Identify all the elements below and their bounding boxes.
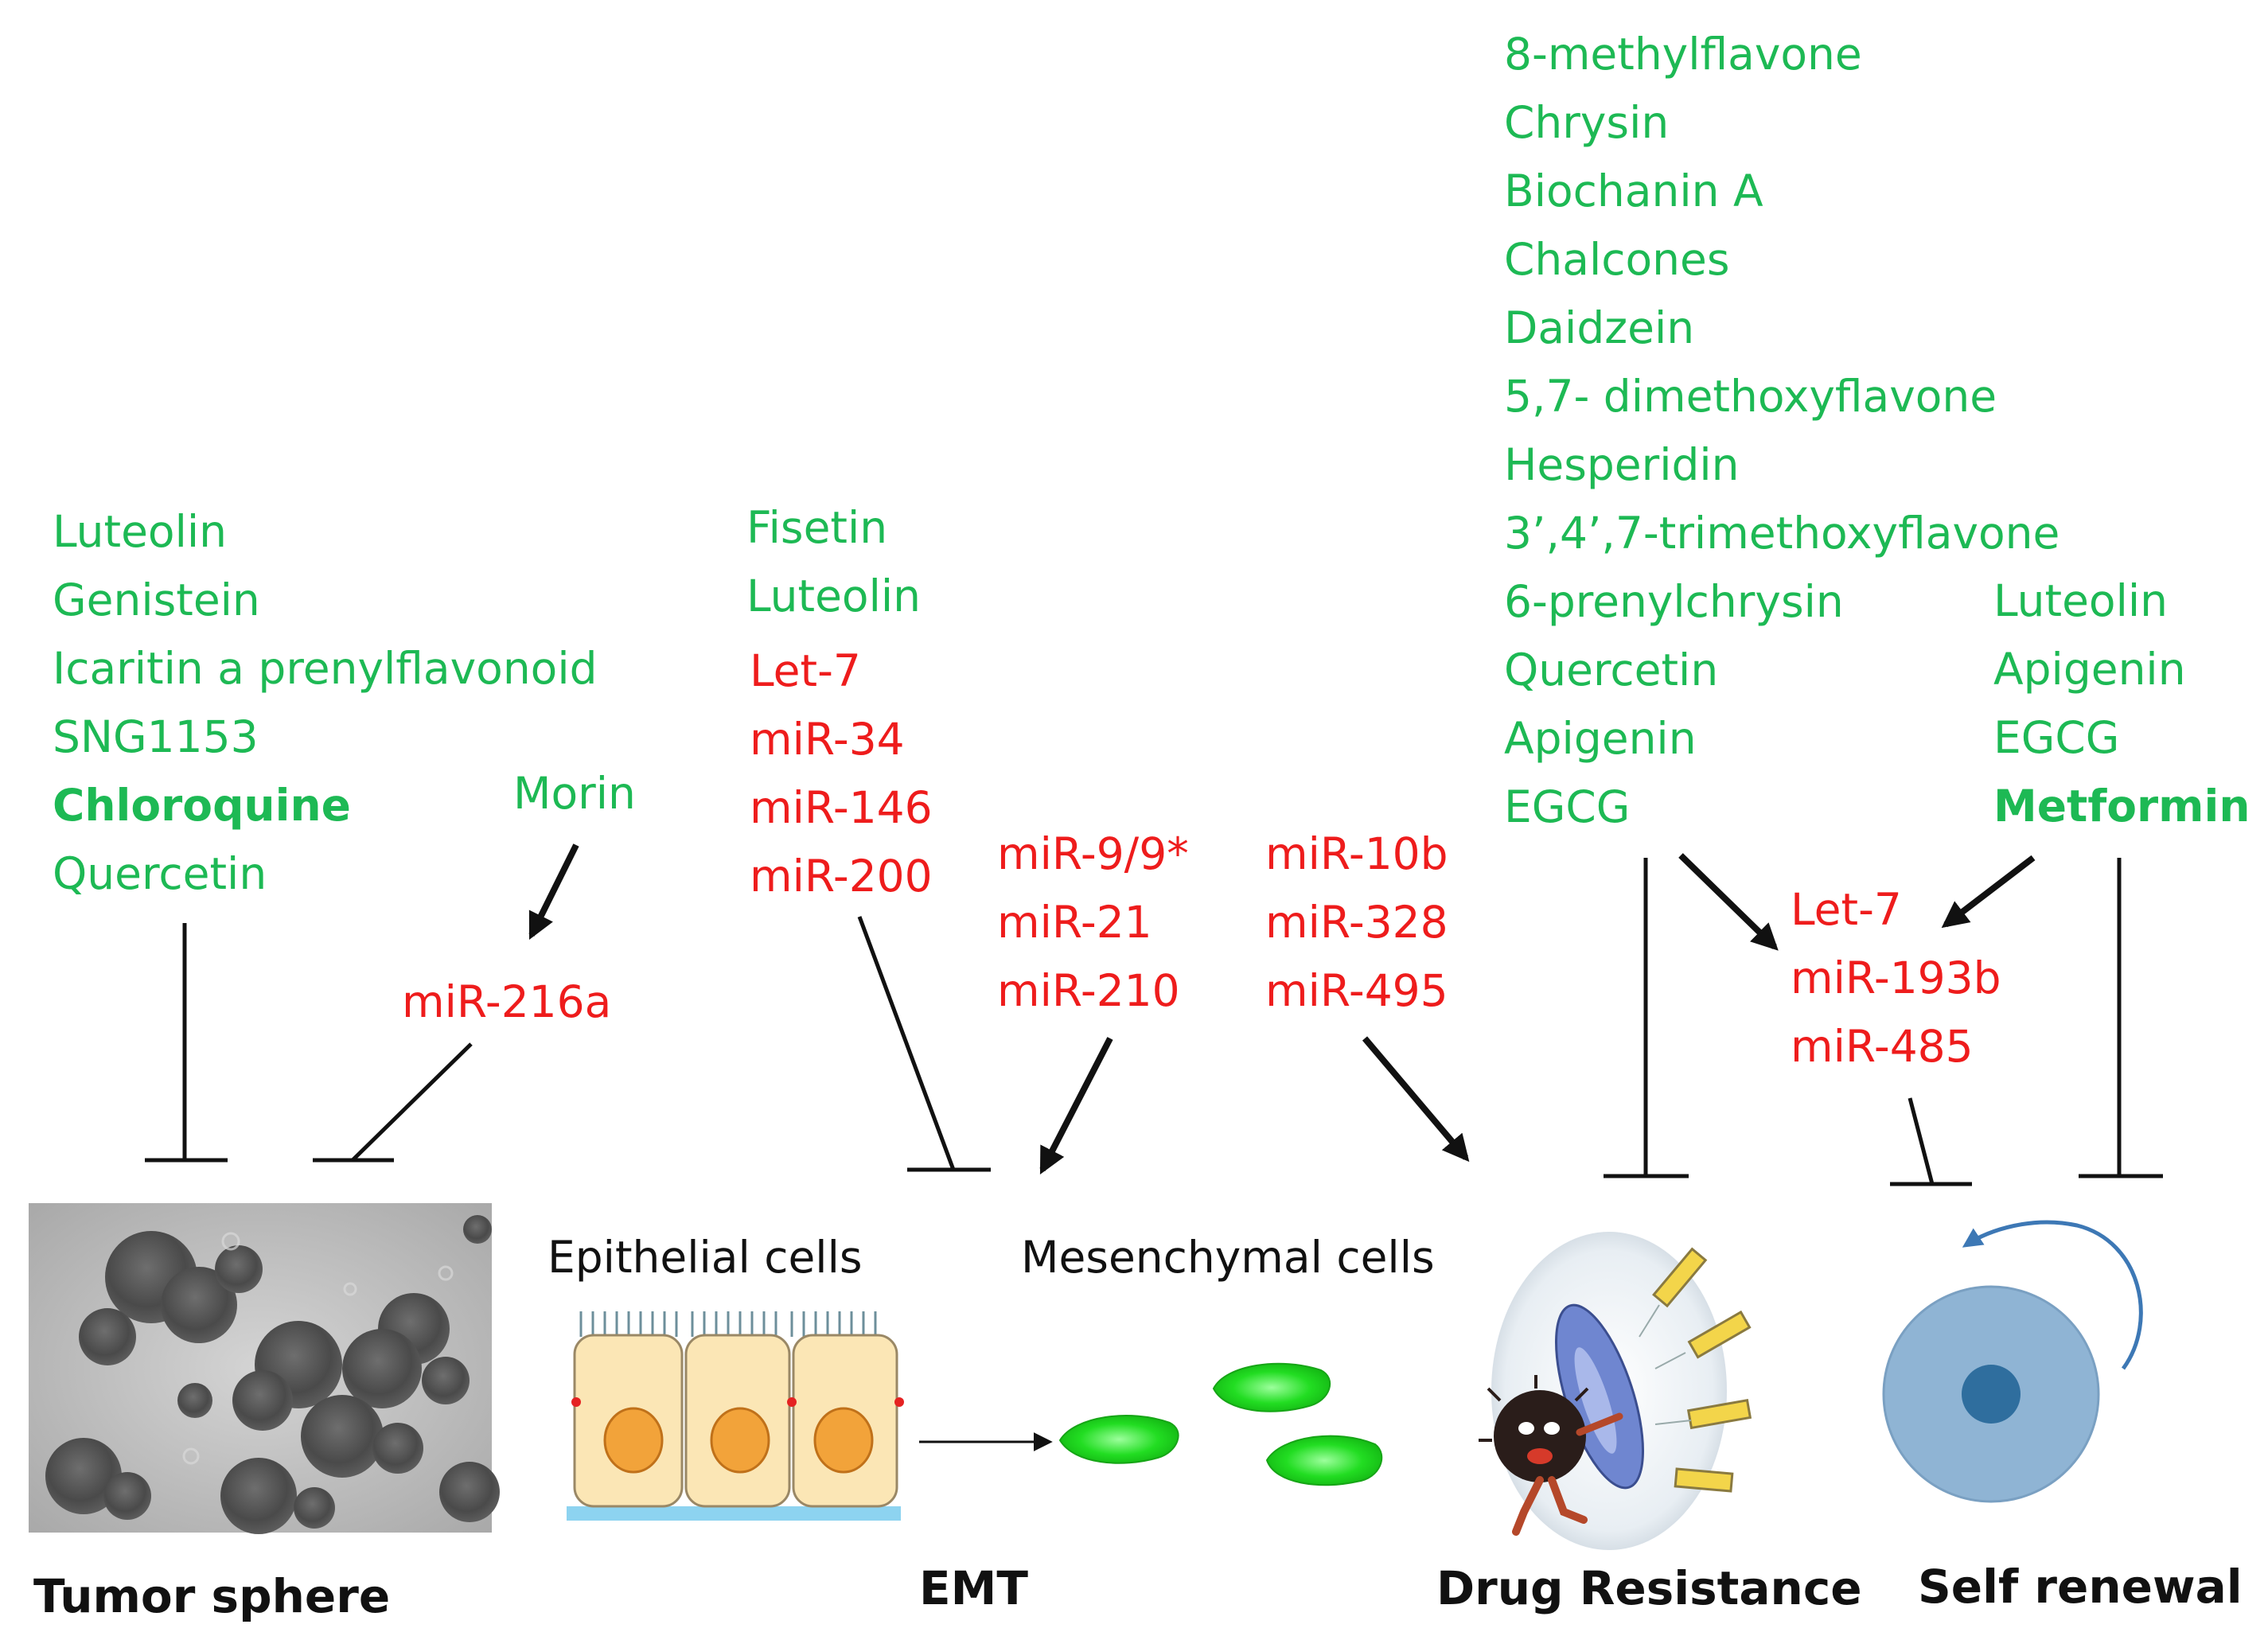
compound-chloroquine: Chloroquine: [53, 780, 351, 831]
epithelial-cells-label: Epithelial cells: [548, 1232, 863, 1283]
mesenchymal-cells-label: Mesenchymal cells: [1021, 1232, 1435, 1283]
compound-quercetin: Quercetin: [53, 848, 267, 899]
compound-egcg: EGCG: [1993, 712, 2120, 763]
self-renewal-compound-list: Luteolin Apigenin EGCG Metformin: [1993, 567, 2250, 840]
compound-egcg: EGCG: [1504, 781, 1631, 832]
mirna-193b: miR-193b: [1791, 952, 2001, 1003]
mesenchymal-cells-illustration: [1058, 1362, 1383, 1486]
compound-trimethoxyflavone: 3’,4’,7-trimethoxyflavone: [1504, 508, 2060, 559]
compound-biochanin-a: Biochanin A: [1504, 166, 1763, 216]
mirna-21: miR-21: [997, 897, 1152, 948]
compound-genistein: Genistein: [53, 575, 260, 625]
self-renewal-stem-cell: [1882, 1220, 2143, 1503]
morin-activation-arrow: [528, 843, 579, 941]
mirna-let-7: Let-7: [750, 645, 861, 696]
compound-fisetin: Fisetin: [746, 502, 888, 553]
epithelial-cells-illustration: [567, 1311, 904, 1521]
compound-to-mirna-arrow-left: [1678, 853, 1779, 951]
mirna-216a: miR-216a: [402, 976, 612, 1027]
compound-sng1153: SNG1153: [53, 711, 259, 762]
compound-apigenin: Apigenin: [1504, 713, 1697, 764]
compound-6-prenylchrysin: 6-prenylchrysin: [1504, 576, 1844, 627]
emt-caption: EMT: [919, 1561, 1028, 1615]
tumor-sphere-inhibition: [145, 923, 228, 1163]
mir216a-inhibition: [313, 1042, 473, 1163]
mirna-485: miR-485: [1791, 1021, 1974, 1072]
compound-apigenin: Apigenin: [1993, 644, 2186, 695]
tumor-sphere-caption: Tumor sphere: [33, 1569, 391, 1623]
mirna-495: miR-495: [1265, 965, 1448, 1016]
compound-morin: Morin: [513, 768, 636, 819]
mirna-210: miR-210: [997, 965, 1180, 1016]
drug-resistance-activation-arrow: [1362, 1036, 1470, 1163]
mirna-200: miR-200: [750, 851, 933, 902]
tumor-sphere-micrograph: [29, 1203, 500, 1534]
emt-compound-list: Fisetin Luteolin: [746, 493, 921, 630]
compound-luteolin: Luteolin: [1993, 575, 2169, 626]
self-renewal-mirna-inhibition: [1890, 1097, 1972, 1186]
mirna-9: miR-9/9*: [997, 828, 1189, 879]
drug-resistance-mirna-list: miR-10b miR-328 miR-495: [1265, 820, 1448, 1025]
self-renewal-caption: Self renewal: [1918, 1560, 2243, 1614]
compound-luteolin: Luteolin: [746, 571, 922, 621]
compound-to-mirna-arrow-right: [1941, 855, 2036, 929]
compound-daidzein: Daidzein: [1504, 302, 1695, 353]
compound-chalcones: Chalcones: [1504, 234, 1730, 285]
drug-resistance-illustration: [1479, 1232, 1752, 1550]
compound-hesperidin: Hesperidin: [1504, 439, 1740, 490]
drug-resistance-compound-list: 8-methylflavone Chrysin Biochanin A Chal…: [1504, 20, 2060, 841]
mirna-34: miR-34: [750, 714, 905, 765]
tumor-sphere-compound-list: Luteolin Genistein Icaritin a prenylflav…: [53, 497, 598, 908]
compound-dimethoxyflavone: 5,7- dimethoxyflavone: [1504, 371, 1997, 422]
emt-inhibiting-mirna-list: Let-7 miR-34 miR-146 miR-200: [750, 637, 933, 910]
emt-activation-arrow: [1039, 1037, 1113, 1174]
mirna-let-7: Let-7: [1791, 884, 1902, 935]
drug-resistance-caption: Drug Resistance: [1436, 1561, 1862, 1615]
compound-chrysin: Chrysin: [1504, 97, 1670, 148]
compound-luteolin: Luteolin: [53, 506, 228, 557]
compound-icaritin: Icaritin a prenylflavonoid: [53, 643, 598, 694]
self-renewal-inhibition: [2079, 858, 2163, 1178]
compound-8-methylflavone: 8-methylflavone: [1504, 29, 1862, 80]
self-renewal-mirna-list: Let-7 miR-193b miR-485: [1791, 875, 2001, 1081]
drug-resistance-inhibition: [1604, 858, 1689, 1178]
mirna-328: miR-328: [1265, 897, 1448, 948]
compound-quercetin: Quercetin: [1504, 645, 1719, 695]
mirna-146: miR-146: [750, 782, 933, 833]
compound-metformin: Metformin: [1993, 781, 2250, 832]
emt-inhibition: [857, 916, 991, 1172]
emt-promoting-mirna-list: miR-9/9* miR-21 miR-210: [997, 820, 1189, 1025]
mirna-10b: miR-10b: [1265, 828, 1448, 879]
